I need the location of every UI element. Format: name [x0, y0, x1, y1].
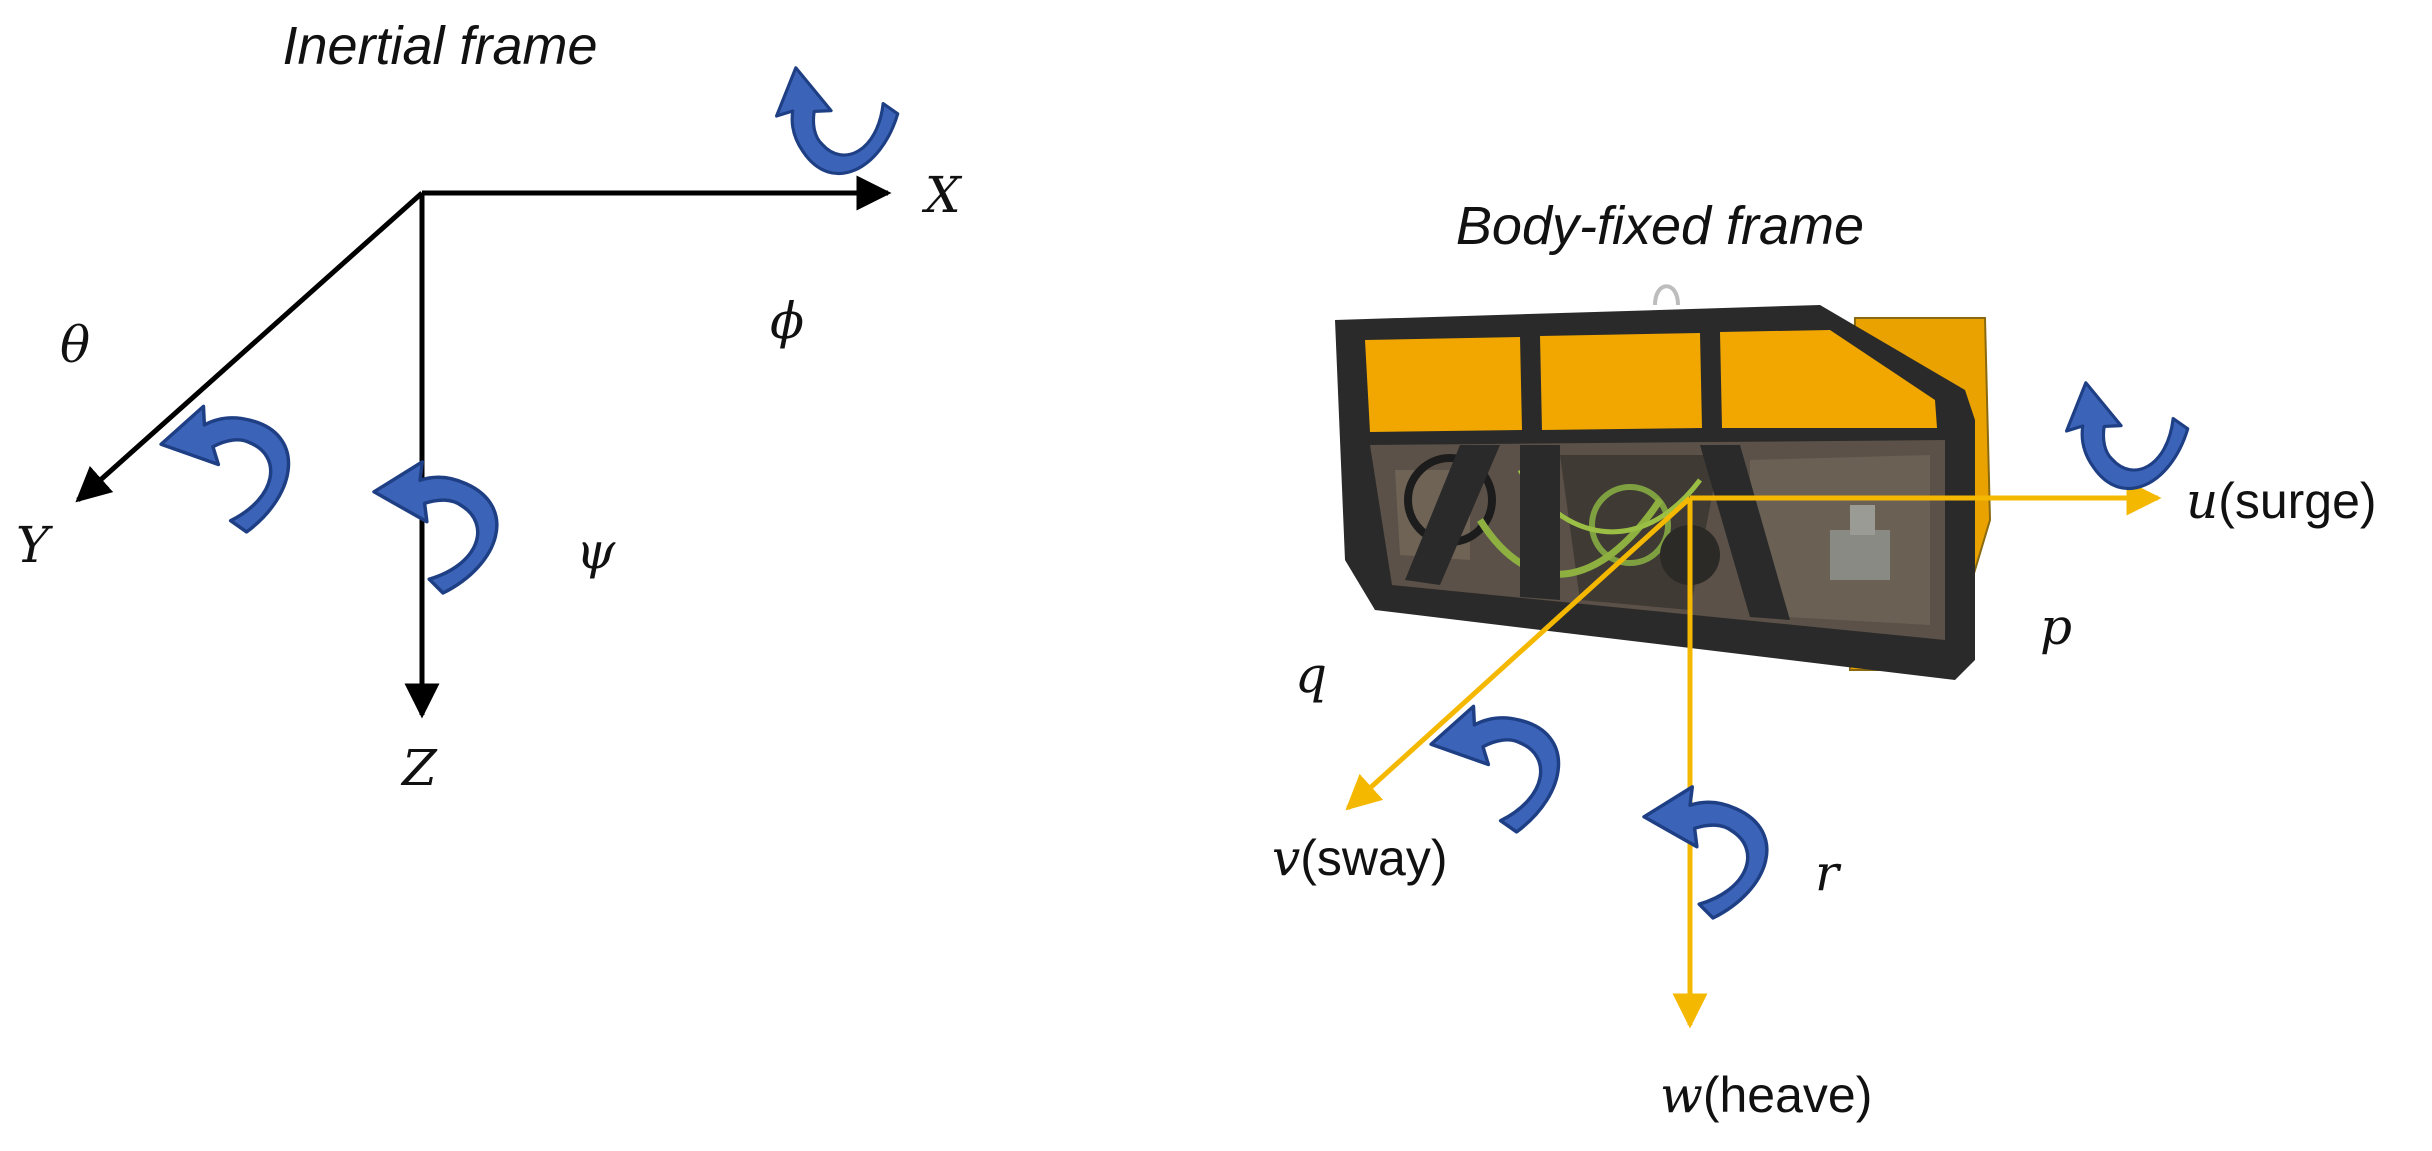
body-yaw-rotation-icon	[1642, 785, 1769, 920]
inertial-yaw-label: ψ	[576, 522, 616, 580]
body-roll-label: p	[2040, 598, 2072, 656]
heave-label: w(heave)	[1660, 1066, 1872, 1124]
yaw-rotation-icon	[372, 460, 499, 595]
inertial-y-axis	[75, 191, 424, 503]
rov-vehicle-icon	[1335, 284, 1992, 680]
pitch-rotation-icon	[154, 391, 302, 546]
body-yaw-label: r	[1815, 844, 1842, 902]
inertial-frame-title: Inertial frame	[282, 16, 597, 76]
body-fixed-frame: Body-fixed frame	[1272, 196, 2377, 1124]
body-roll-rotation-icon	[2057, 365, 2198, 500]
inertial-y-label: Y	[16, 516, 53, 574]
inertial-x-label: X	[921, 166, 963, 224]
body-pitch-label: q	[1295, 646, 1327, 704]
body-frame-title: Body-fixed frame	[1456, 196, 1864, 256]
inertial-roll-label: ϕ	[770, 292, 804, 350]
sway-axis	[1345, 496, 1692, 811]
inertial-z-label: Z	[400, 739, 438, 797]
inertial-frame: Inertial frame X Y Z ϕ θ ψ	[16, 16, 963, 797]
surge-label: u(surge)	[2186, 472, 2377, 530]
roll-rotation-icon	[767, 50, 908, 185]
inertial-pitch-label: θ	[60, 316, 90, 374]
sway-label: v(sway)	[1272, 829, 1447, 887]
